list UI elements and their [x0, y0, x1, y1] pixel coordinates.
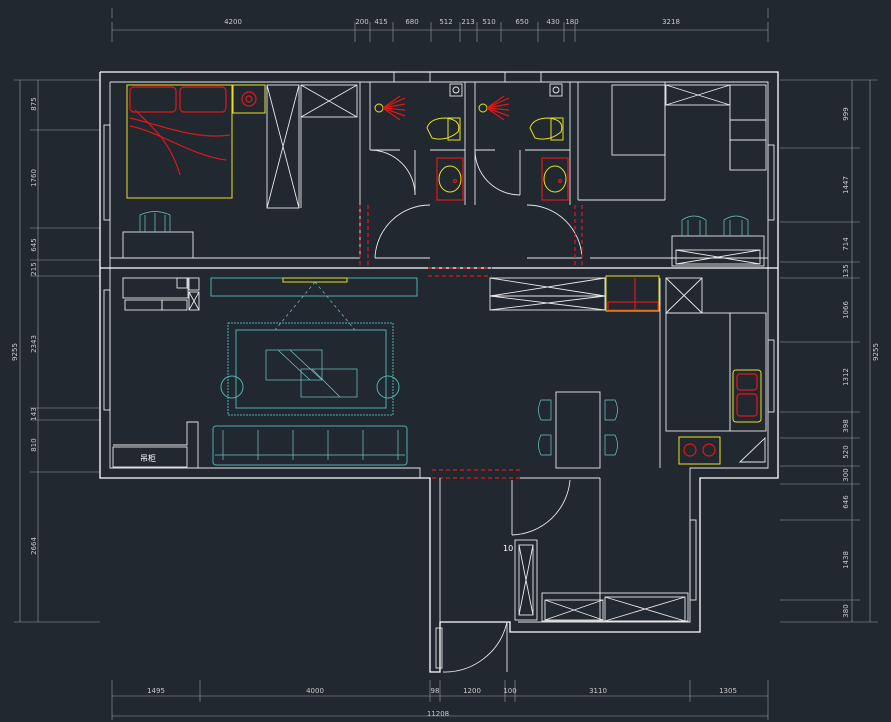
- dim-bottom-total: 11208: [427, 710, 449, 718]
- dim-left-7: 2664: [30, 537, 38, 555]
- dim-left-3: 215: [30, 262, 38, 275]
- dim-right-5: 1312: [842, 368, 850, 386]
- desk-chair: [139, 211, 171, 232]
- dim-top-1: 200: [355, 18, 368, 26]
- dimension-lines: 4200 200 415 680 512 213 510 650 430 180…: [11, 8, 880, 720]
- dim-bottom-3: 1200: [463, 687, 481, 695]
- sofa: [212, 425, 408, 466]
- bathroom-right: [478, 83, 569, 201]
- dim-top-9: 180: [565, 18, 578, 26]
- dim-top-7: 650: [515, 18, 528, 26]
- coffee-table: [265, 349, 323, 381]
- dim-right-10: 1438: [842, 551, 850, 569]
- stove: [678, 436, 721, 465]
- wall-cabinet-label: 吊柜: [140, 453, 156, 463]
- dim-bottom-0: 1495: [147, 687, 165, 695]
- bed: [611, 84, 666, 156]
- dim-bottom-4: 100: [503, 687, 516, 695]
- wardrobe: [266, 84, 300, 209]
- toilet: [426, 117, 460, 140]
- openings: [359, 205, 583, 479]
- desk: [122, 231, 194, 259]
- dim-left-1: 1760: [30, 169, 38, 187]
- master-bedroom: [122, 84, 358, 259]
- dim-left-4: 2343: [30, 335, 38, 353]
- dim-right-7: 520: [842, 445, 850, 458]
- tv-cabinet: [210, 277, 418, 297]
- sideboard: [489, 277, 606, 311]
- dining-area: [489, 275, 660, 469]
- walls: [99, 71, 779, 673]
- dim-top-0: 4200: [224, 18, 242, 26]
- dim-bottom-1: 4000: [306, 687, 324, 695]
- door-tag: 10: [503, 544, 513, 553]
- dim-right-8: 300: [842, 468, 850, 481]
- dim-right-1: 1447: [842, 176, 850, 194]
- dim-top-6: 510: [482, 18, 495, 26]
- dining-table: [555, 391, 601, 469]
- dim-top-2: 415: [374, 18, 387, 26]
- wall-cabinet: [112, 446, 188, 468]
- second-bedroom: [611, 84, 767, 267]
- dim-left-total: 9255: [11, 343, 19, 361]
- dim-right-0: 999: [842, 107, 850, 120]
- dim-right-6: 398: [842, 419, 850, 432]
- basin: [436, 157, 464, 201]
- dim-left-5: 143: [30, 407, 38, 420]
- living-room: 吊柜: [112, 277, 418, 468]
- dim-left-0: 875: [30, 97, 38, 110]
- dim-bottom-5: 3110: [589, 687, 607, 695]
- fridge: [605, 275, 660, 312]
- sink: [732, 369, 762, 423]
- doors: [369, 149, 583, 673]
- dim-right-9: 646: [842, 495, 850, 509]
- desk: [671, 235, 765, 267]
- south-room: 10: [439, 478, 689, 622]
- dim-right-total: 9255: [872, 343, 880, 361]
- dim-top-10: 3218: [662, 18, 680, 26]
- shoe-cabinet: [122, 277, 189, 299]
- toilet: [529, 117, 563, 140]
- nightstand: [232, 84, 266, 114]
- dim-right-11: 380: [842, 604, 850, 617]
- dim-bottom-2: 98: [431, 687, 440, 695]
- dim-left-2: 645: [30, 238, 38, 251]
- dim-top-3: 680: [405, 18, 418, 26]
- double-bed: [126, 84, 233, 199]
- bathroom-left: [374, 83, 464, 201]
- kitchen: [665, 277, 767, 465]
- dim-left-6: 810: [30, 438, 38, 451]
- rug: [227, 322, 394, 416]
- dim-right-2: 714: [842, 237, 850, 251]
- dim-top-4: 512: [439, 18, 452, 26]
- dim-bottom-6: 1305: [719, 687, 737, 695]
- kitchen-counter: [665, 312, 731, 432]
- dim-right-3: 135: [842, 264, 850, 277]
- basin: [541, 157, 569, 201]
- dim-top-8: 430: [546, 18, 559, 26]
- dim-top-5: 213: [461, 18, 474, 26]
- dim-right-4: 1066: [842, 301, 850, 319]
